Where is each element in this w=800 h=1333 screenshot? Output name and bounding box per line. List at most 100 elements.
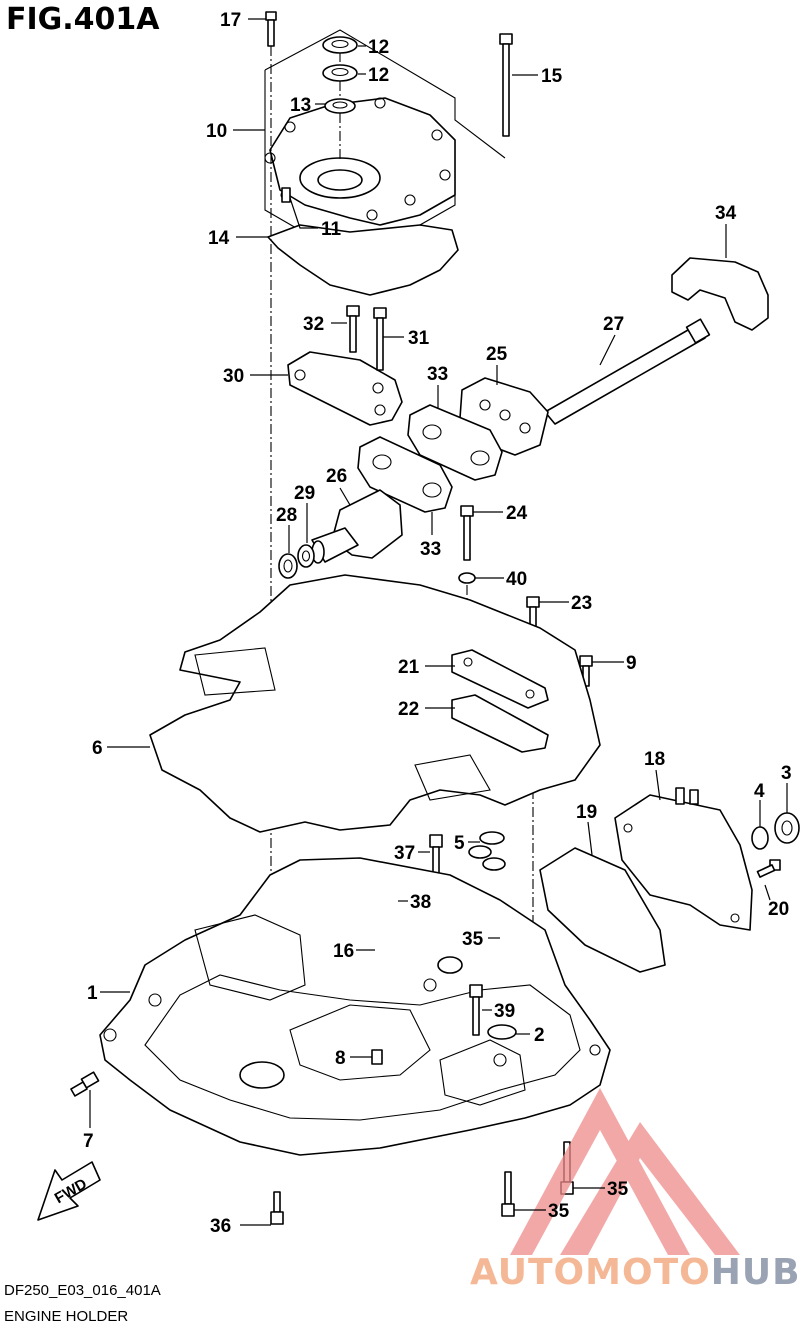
gasket-6-port-right <box>414 754 491 801</box>
o-ring-2 <box>487 1024 517 1040</box>
callout-17: 17 <box>220 10 241 31</box>
callout-labels: 17 12 12 15 13 10 11 14 34 32 31 27 25 3… <box>83 10 792 1237</box>
holder-center-cavity <box>289 1004 431 1081</box>
rubber-33b <box>357 436 453 513</box>
fwd-arrow-icon: FWD <box>37 1161 101 1221</box>
bolt-7 <box>70 1071 100 1097</box>
gasket-6 <box>149 574 601 833</box>
callout-24: 24 <box>506 503 528 524</box>
callout-15: 15 <box>541 66 563 87</box>
callout-1: 1 <box>87 983 98 1004</box>
callout-33: 33 <box>420 539 441 560</box>
callout-21: 21 <box>398 657 420 678</box>
callout-26: 26 <box>326 466 347 487</box>
callout-19: 19 <box>576 802 597 823</box>
callout-23: 23 <box>571 593 592 614</box>
callout-18: 18 <box>644 749 665 770</box>
watermark-text-main: AUTOMOTO <box>470 1252 711 1293</box>
gasket-6-port-left <box>194 647 276 696</box>
mount-26 <box>311 489 403 564</box>
callout-35: 35 <box>607 1179 629 1200</box>
seal-13 <box>324 98 356 114</box>
callout-33: 33 <box>427 364 448 385</box>
callout-39: 39 <box>494 1001 515 1022</box>
callout-30: 30 <box>223 366 244 387</box>
gasket-19 <box>539 847 666 973</box>
callout-16: 16 <box>333 941 354 962</box>
callout-29: 29 <box>294 483 315 504</box>
figure-title: FIG.401A <box>6 2 160 37</box>
callout-8: 8 <box>335 1048 346 1069</box>
housing-18 <box>614 787 753 931</box>
callout-11: 11 <box>321 219 342 240</box>
callout-20: 20 <box>768 899 789 920</box>
bolt-17 <box>265 11 277 47</box>
bolt-36 <box>270 1191 284 1225</box>
bolt-32 <box>346 305 360 353</box>
bolt-15 <box>499 33 513 137</box>
callout-38: 38 <box>410 892 431 913</box>
callout-37: 37 <box>394 843 415 864</box>
bolt-31 <box>373 307 387 371</box>
bolt-39 <box>469 984 483 1036</box>
callout-27: 27 <box>603 314 624 335</box>
callout-9: 9 <box>626 653 637 674</box>
callout-13: 13 <box>290 95 311 116</box>
washer-29 <box>297 544 315 568</box>
leader-lines <box>89 18 788 1226</box>
holder-hole <box>103 1028 117 1042</box>
ring-4 <box>751 826 769 850</box>
rubber-33a <box>407 404 503 481</box>
holder-seat <box>437 956 463 974</box>
holder-hole <box>423 978 437 992</box>
callout-34: 34 <box>715 203 737 224</box>
figure-name: ENGINE HOLDER <box>4 1308 129 1325</box>
holder-bore <box>239 1061 285 1089</box>
holder-hole <box>148 993 162 1007</box>
dowel-8 <box>371 1049 383 1065</box>
callout-7: 7 <box>83 1131 94 1152</box>
callout-32: 32 <box>303 314 324 335</box>
callout-12: 12 <box>368 37 389 58</box>
callout-40: 40 <box>506 569 527 590</box>
callout-5: 5 <box>454 833 465 854</box>
callout-35: 35 <box>462 929 484 950</box>
watermark-text: AUTOMOTOHUB <box>470 1252 800 1293</box>
callout-36: 36 <box>210 1216 231 1237</box>
bracket-34 <box>671 257 769 331</box>
holder-hole <box>589 1044 601 1056</box>
nut-28 <box>278 553 298 579</box>
bracket-30 <box>287 351 403 426</box>
gasket-22 <box>451 694 549 753</box>
holder-hole <box>493 1053 507 1067</box>
holder-right-cavity <box>439 1039 526 1106</box>
callout-12: 12 <box>368 65 389 86</box>
washer-40 <box>458 572 476 584</box>
callout-35: 35 <box>548 1201 570 1222</box>
cap-3 <box>774 812 800 844</box>
oil-seal-12a <box>322 36 358 54</box>
engine-holder-1 <box>99 857 611 1156</box>
figure-code: DF250_E03_016_401A <box>4 1282 161 1299</box>
watermark-text-accent: HUB <box>710 1252 800 1293</box>
bolt-23 <box>526 596 540 628</box>
dowel-11 <box>281 187 291 203</box>
bolt-27 <box>544 318 711 425</box>
callout-2: 2 <box>534 1025 545 1046</box>
watermark-triangle-icon <box>510 1088 740 1255</box>
bolt-24 <box>460 505 474 561</box>
plate-21 <box>451 649 549 709</box>
top-cover <box>264 97 456 226</box>
oil-seal-12b <box>322 64 358 82</box>
callout-28: 28 <box>276 505 297 526</box>
callout-25: 25 <box>486 344 508 365</box>
o-ring-5 <box>468 831 506 871</box>
bolt-35b <box>501 1171 515 1217</box>
callout-3: 3 <box>781 763 792 784</box>
holder-upper-cavity <box>194 914 306 1001</box>
gasket-14 <box>267 224 459 296</box>
callout-22: 22 <box>398 699 419 720</box>
callout-10: 10 <box>206 121 227 142</box>
holder-inner-rim <box>144 974 581 1121</box>
